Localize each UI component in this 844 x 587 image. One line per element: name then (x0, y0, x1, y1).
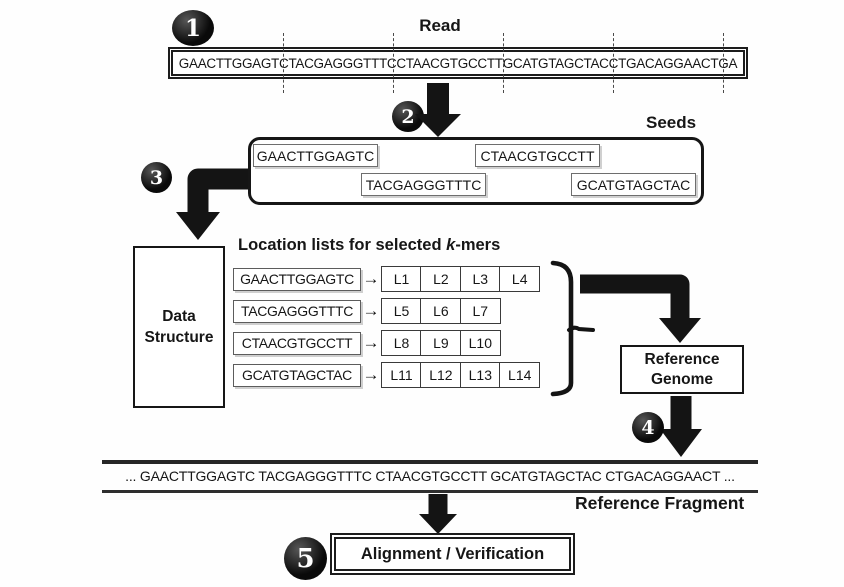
kmer-location-row: GAACTTGGAGTC → L1 L2 L3 L4 (233, 266, 541, 292)
heading-suffix: -mers (455, 236, 501, 254)
data-structure-box: Data Structure (133, 246, 225, 408)
step-4-number: 4 (641, 416, 655, 439)
location-cell: L10 (459, 330, 501, 356)
kmer-box: TACGAGGGTTTC (233, 299, 361, 323)
location-cell: L2 (420, 266, 462, 292)
step-1-badge: 1 (172, 10, 214, 46)
step-3-number: 3 (149, 166, 164, 189)
location-lists-heading: Location lists for selected k-mers (238, 236, 500, 255)
read-title: Read (419, 16, 461, 35)
step-2-number: 2 (401, 105, 415, 128)
location-cell: L14 (499, 362, 541, 388)
location-cell: L7 (459, 298, 501, 324)
fragment-bottom-line (102, 490, 758, 493)
reference-fragment-label: Reference Fragment (575, 493, 745, 513)
step-5-badge: 5 (284, 537, 327, 580)
location-cell: L9 (420, 330, 462, 356)
kmer-arrow-icon: → (362, 269, 380, 288)
alignment-verification-label: Alignment / Verification (360, 544, 545, 563)
data-structure-line2: Structure (144, 329, 214, 346)
reference-genome-line1: Reference (644, 350, 720, 368)
seeds-label: Seeds (646, 113, 697, 132)
location-cell: L8 (381, 330, 422, 356)
reference-genome-line2: Genome (650, 370, 713, 388)
step-5-number: 5 (296, 543, 315, 574)
location-list: L5 L6 L7 (381, 298, 501, 324)
location-cell: L6 (420, 298, 462, 324)
kmer-boundary-tick (613, 33, 614, 93)
reference-fragment-sequence: ... GAACTTGGAGTC TACGAGGGTTTC CTAACGTGCC… (125, 468, 735, 484)
step-1-number: 1 (184, 14, 201, 42)
kmer-arrow-icon: → (362, 333, 380, 352)
kmer-location-row: GCATGTAGCTAC → L11 L12 L13 L14 (233, 362, 541, 388)
kmer-boundary-tick (503, 33, 504, 93)
read-sequence-box: GAACTTGGAGTCTACGAGGGTTTCCTAACGTGCCTTGCAT… (168, 47, 748, 79)
alignment-verification-box: Alignment / Verification (330, 533, 575, 575)
fragment-top-line (102, 460, 758, 464)
location-cell: L3 (459, 266, 501, 292)
arrow-fragment-to-alignment (419, 494, 457, 534)
location-list: L1 L2 L3 L4 (381, 266, 541, 292)
seed-box: CTAACGTGCCTT (475, 144, 600, 167)
location-list: L11 L12 L13 L14 (381, 362, 541, 388)
step-3-badge: 3 (141, 162, 172, 193)
kmer-boundary-tick (283, 33, 284, 93)
location-list: L8 L9 L10 (381, 330, 501, 356)
seed-box: GAACTTGGAGTC (253, 144, 378, 167)
seed-box: TACGAGGGTTTC (361, 173, 486, 196)
kmer-location-row: CTAACGTGCCTT → L8 L9 L10 (233, 330, 501, 356)
location-cell: L5 (381, 298, 422, 324)
data-structure-line1: Data (162, 308, 196, 325)
step-4-badge: 4 (632, 412, 664, 443)
kmer-box: CTAACGTGCCTT (233, 331, 361, 355)
location-cell: L4 (499, 266, 541, 292)
kmer-box: GAACTTGGAGTC (233, 267, 361, 291)
step-2-badge: 2 (392, 101, 424, 132)
heading-prefix: Location lists for selected (238, 236, 447, 254)
reference-genome-box: Reference Genome (620, 345, 744, 394)
location-cell: L1 (381, 266, 422, 292)
kmer-arrow-icon: → (362, 365, 380, 384)
heading-k: k (446, 236, 456, 254)
kmer-boundary-tick (723, 33, 724, 93)
kmer-arrow-icon: → (362, 301, 380, 320)
location-cell: L11 (381, 362, 422, 388)
read-sequence: GAACTTGGAGTCTACGAGGGTTTCCTAACGTGCCTTGCAT… (178, 55, 738, 71)
kmer-boundary-tick (393, 33, 394, 93)
seed-box: GCATGTAGCTAC (571, 173, 696, 196)
kmer-location-row: TACGAGGGTTTC → L5 L6 L7 (233, 298, 501, 324)
location-cell: L12 (420, 362, 462, 388)
kmer-box: GCATGTAGCTAC (233, 363, 361, 387)
location-cell: L13 (459, 362, 501, 388)
arrow-genome-to-fragment (660, 396, 702, 457)
location-lists-brace (550, 260, 595, 397)
arrow-seeds-to-data-structure (176, 168, 248, 240)
arrow-locations-to-reference-genome (580, 274, 701, 343)
